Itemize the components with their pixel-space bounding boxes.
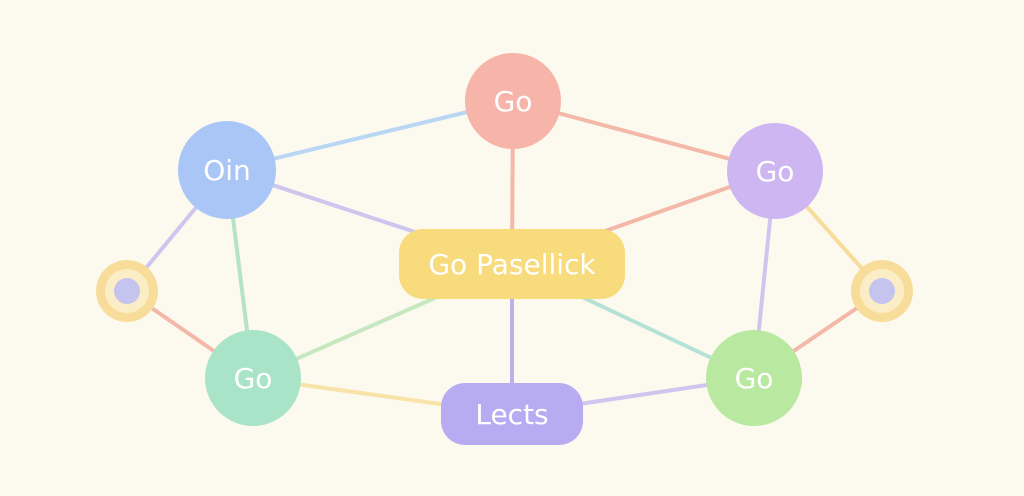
node-bottom-left: Go — [205, 330, 301, 426]
node-bottom-left-circle — [205, 330, 301, 426]
node-top-label: Go — [494, 85, 533, 118]
node-bottom-label: Lects — [475, 398, 548, 431]
node-bottom-pill — [441, 383, 583, 445]
node-center-pill — [399, 229, 625, 299]
node-far-left — [96, 260, 158, 322]
edge-left-top — [225, 99, 515, 172]
node-left: Oin — [178, 121, 276, 219]
node-center: Go Pasellick — [399, 229, 625, 299]
node-right-label: Go — [756, 155, 795, 188]
node-center-label: Go Pasellick — [428, 248, 596, 281]
node-far-right — [851, 260, 913, 322]
node-bottom-right-circle — [706, 330, 802, 426]
node-far-right-dot — [869, 278, 895, 304]
node-bottom: Lects — [441, 383, 583, 445]
node-left-label: Oin — [203, 154, 251, 187]
node-right-circle — [727, 123, 823, 219]
node-top-circle — [465, 53, 561, 149]
node-bottom-left-label: Go — [234, 362, 273, 395]
node-far-left-dot — [114, 278, 140, 304]
node-right: Go — [727, 123, 823, 219]
node-bottom-right: Go — [706, 330, 802, 426]
node-left-circle — [178, 121, 276, 219]
node-bottom-right-label: Go — [735, 362, 774, 395]
node-top: Go — [465, 53, 561, 149]
